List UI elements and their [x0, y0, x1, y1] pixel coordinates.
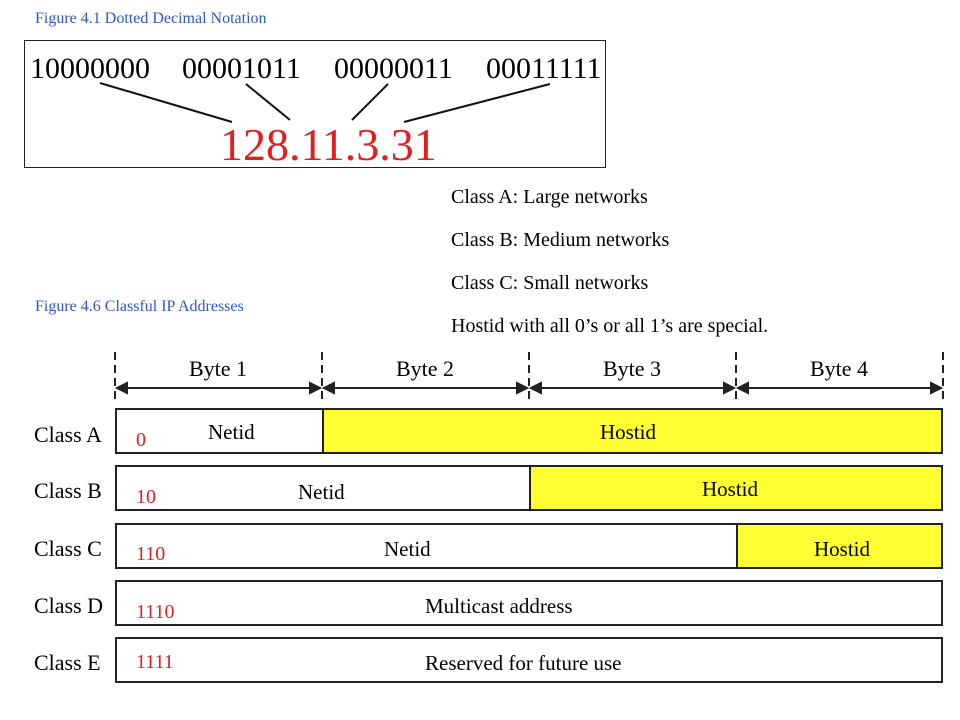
class-d-label: Class D	[34, 593, 104, 618]
class-e-field-label: Reserved for future use	[425, 651, 622, 675]
figure2-caption: Figure 4.6 Classful IP Addresses	[35, 298, 244, 315]
class-a-row	[115, 408, 943, 454]
class-b-label: Class B	[34, 478, 102, 503]
class-c-hostid-field	[736, 525, 941, 567]
class-b-row	[115, 465, 943, 511]
class-c-hostid-label: Hostid	[814, 537, 871, 561]
class-b-hostid-label: Hostid	[702, 477, 759, 501]
byte-label-3: Byte 3	[602, 356, 662, 381]
byte-label-1: Byte 1	[188, 356, 248, 381]
note-class-c: Class C: Small networks	[451, 272, 649, 294]
class-c-prefix: 110	[136, 543, 166, 565]
byte-label-2: Byte 2	[395, 356, 455, 381]
dotted-decimal-figure-box	[24, 40, 606, 168]
binary-octet-1: 10000000	[30, 52, 150, 85]
class-e-label: Class E	[34, 650, 101, 675]
class-a-label: Class A	[34, 422, 102, 447]
note-hostid-special: Hostid with all 0’s or all 1’s are speci…	[451, 315, 769, 337]
binary-octet-3: 00000011	[334, 52, 453, 85]
figure1-caption: Figure 4.1 Dotted Decimal Notation	[35, 10, 267, 27]
connector-line-1	[99, 82, 233, 123]
class-d-row	[115, 580, 943, 626]
binary-octet-4: 00011111	[486, 52, 602, 85]
class-d-prefix: 1110	[136, 601, 175, 623]
note-class-b: Class B: Medium networks	[451, 229, 670, 251]
class-a-hostid-label: Hostid	[600, 420, 657, 444]
class-e-row	[115, 637, 943, 683]
class-d-field-label: Multicast address	[425, 594, 573, 618]
class-a-hostid-field	[322, 410, 941, 452]
class-b-hostid-field	[529, 467, 941, 509]
class-b-prefix: 10	[136, 486, 156, 508]
class-c-row	[115, 523, 943, 569]
class-b-netid-label: Netid	[298, 480, 345, 504]
dotted-decimal-address: 128.11.3.31	[220, 119, 437, 170]
connector-line-4	[403, 83, 551, 123]
byte-label-4: Byte 4	[809, 356, 869, 381]
connector-line-3	[351, 83, 389, 121]
class-a-netid-label: Netid	[208, 420, 255, 444]
class-c-label: Class C	[34, 536, 102, 561]
class-a-prefix: 0	[136, 429, 146, 451]
class-c-netid-label: Netid	[384, 537, 431, 561]
class-e-prefix: 1111	[136, 651, 174, 673]
note-class-a: Class A: Large networks	[451, 186, 648, 208]
connector-line-2	[245, 83, 291, 121]
binary-octet-2: 00001011	[182, 52, 301, 85]
